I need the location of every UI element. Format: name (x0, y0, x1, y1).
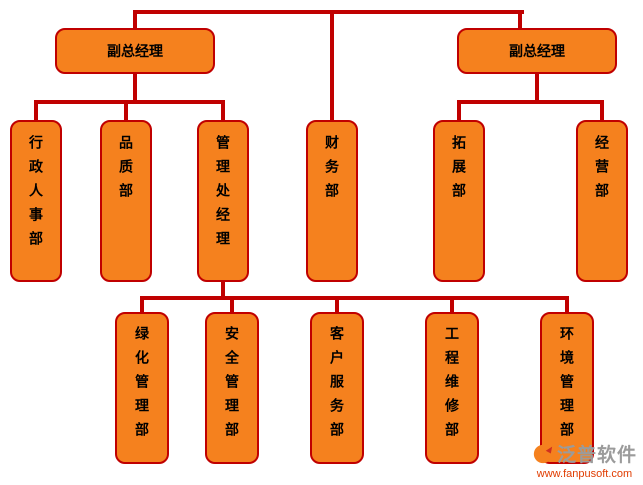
watermark-brand: 泛普软件 (556, 445, 637, 466)
fanpu-logo-icon (532, 443, 554, 465)
org-box-customer-service-dept: 客户服务部 (310, 312, 364, 464)
org-box-label: 品质部 (118, 135, 134, 207)
org-box-finance-dept: 财务部 (306, 120, 358, 282)
connector-drop-environment (565, 296, 569, 312)
connector-drop-expansion (457, 100, 461, 120)
connector-stem-deputy-gm-left (133, 74, 137, 104)
org-box-label: 客户服务部 (329, 326, 345, 446)
watermark-url: www.fanpusoft.com (536, 468, 633, 480)
org-box-deputy-gm-right: 副总经理 (457, 28, 617, 74)
connector-drop-quality (124, 100, 128, 120)
connector-drop-greening (140, 296, 144, 312)
org-box-label: 行政人事部 (28, 135, 44, 255)
org-box-label: 安全管理部 (224, 326, 240, 446)
watermark: 泛普软件 www.fanpusoft.com (532, 440, 637, 480)
connector-drop-safety (230, 296, 234, 312)
org-box-label: 副总经理 (107, 43, 163, 59)
connector-stem-deputy-gm-right (535, 74, 539, 104)
connector-lower-bus (140, 296, 569, 300)
connector-top-bus (133, 10, 524, 14)
connector-left-bus (34, 100, 225, 104)
org-box-deputy-gm-left: 副总经理 (55, 28, 215, 74)
org-box-label: 财务部 (324, 135, 340, 207)
connector-drop-operations (600, 100, 604, 120)
connector-drop-finance (330, 10, 334, 120)
connector-stem-management-office (221, 282, 225, 300)
org-box-label: 经营部 (594, 135, 610, 207)
org-box-environment-management-dept: 环境管理部 (540, 312, 594, 464)
org-box-label: 副总经理 (509, 43, 565, 59)
org-box-admin-hr-dept: 行政人事部 (10, 120, 62, 282)
org-box-quality-dept: 品质部 (100, 120, 152, 282)
connector-drop-management-office (221, 100, 225, 120)
org-box-label: 绿化管理部 (134, 326, 150, 446)
org-box-operations-dept: 经营部 (576, 120, 628, 282)
connector-drop-deputy-gm-right (518, 10, 522, 28)
connector-drop-deputy-gm-left (133, 10, 137, 28)
org-box-label: 环境管理部 (559, 326, 575, 446)
org-box-greening-management-dept: 绿化管理部 (115, 312, 169, 464)
org-box-management-office-manager: 管理处经理 (197, 120, 249, 282)
org-box-expansion-dept: 拓展部 (433, 120, 485, 282)
connector-right-bus (457, 100, 604, 104)
connector-drop-customer-service (335, 296, 339, 312)
org-box-safety-management-dept: 安全管理部 (205, 312, 259, 464)
org-box-engineering-maintenance-dept: 工程维修部 (425, 312, 479, 464)
connector-drop-engineering (450, 296, 454, 312)
org-box-label: 管理处经理 (215, 135, 231, 255)
org-box-label: 拓展部 (451, 135, 467, 207)
org-box-label: 工程维修部 (444, 326, 460, 446)
connector-drop-admin-hr (34, 100, 38, 120)
